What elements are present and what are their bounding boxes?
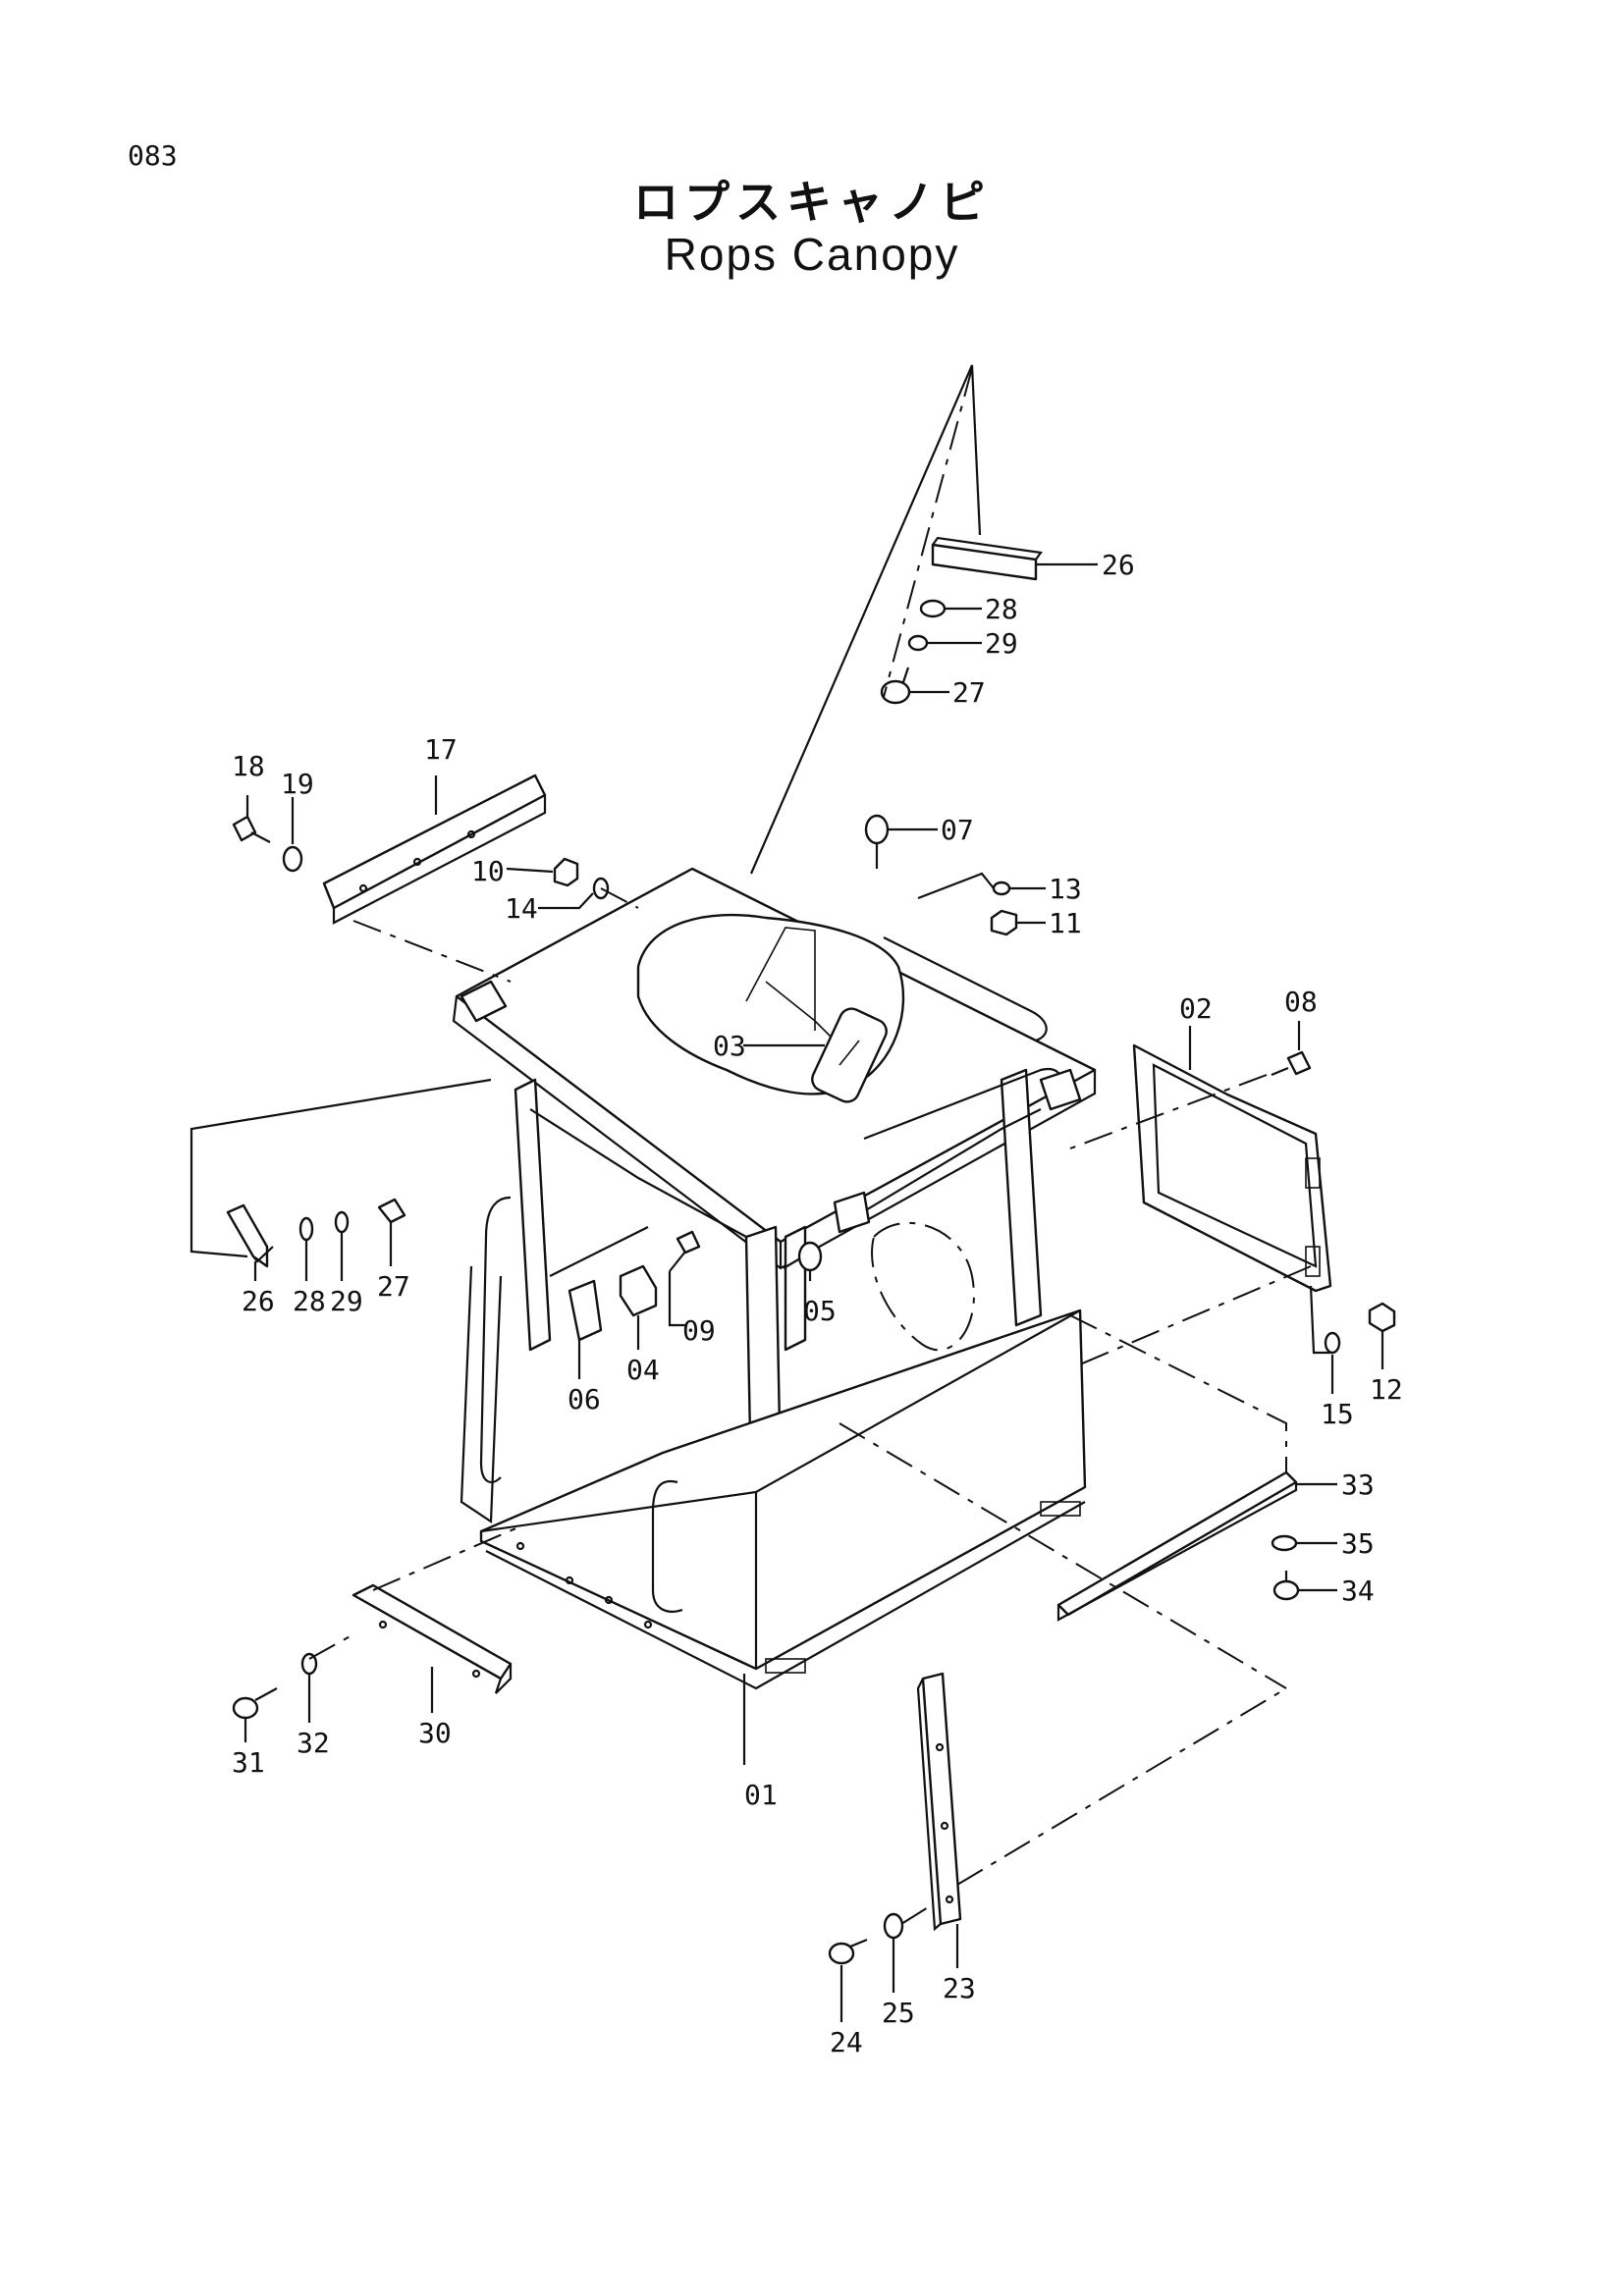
label-18: 18 bbox=[232, 750, 265, 782]
part-33-rail bbox=[1056, 1470, 1298, 1617]
label-12: 12 bbox=[1370, 1373, 1403, 1406]
part-17-rail bbox=[322, 774, 547, 910]
label-26-left: 26 bbox=[242, 1285, 275, 1317]
label-27-top: 27 bbox=[952, 676, 986, 709]
label-29-top: 29 bbox=[985, 627, 1018, 660]
label-33: 33 bbox=[1341, 1468, 1375, 1501]
label-07: 07 bbox=[941, 814, 974, 846]
label-35: 35 bbox=[1341, 1527, 1375, 1560]
part-09-bolt bbox=[669, 1230, 701, 1272]
label-25: 25 bbox=[882, 1997, 915, 2029]
part-23-vertical-bar bbox=[921, 1672, 962, 1926]
label-34: 34 bbox=[1341, 1575, 1375, 1607]
part-07-eyebolt bbox=[864, 814, 890, 869]
part-08-bolt bbox=[1271, 1050, 1312, 1077]
part-18-bolt bbox=[232, 815, 271, 843]
label-03: 03 bbox=[713, 1030, 746, 1062]
label-04: 04 bbox=[626, 1354, 660, 1386]
part-15-lock-washer bbox=[1324, 1331, 1341, 1355]
part-34-bolt bbox=[1272, 1571, 1300, 1601]
part-02-window-frame bbox=[1132, 1043, 1332, 1293]
part-35-washer bbox=[1271, 1534, 1298, 1552]
part-27-bolt-left bbox=[377, 1198, 406, 1239]
page-number: 083 bbox=[128, 139, 178, 172]
label-06: 06 bbox=[568, 1383, 601, 1415]
part-12-nut bbox=[1368, 1302, 1396, 1333]
label-19: 19 bbox=[281, 768, 314, 800]
part-03-mirror bbox=[811, 1007, 888, 1103]
label-28-top: 28 bbox=[985, 593, 1018, 625]
label-27-left: 27 bbox=[377, 1270, 410, 1303]
label-26-top: 26 bbox=[1102, 549, 1135, 581]
label-32: 32 bbox=[297, 1727, 330, 1759]
part-11-nut bbox=[990, 909, 1018, 936]
label-10: 10 bbox=[471, 855, 505, 887]
part-05-bolt bbox=[783, 1241, 823, 1272]
label-11: 11 bbox=[1049, 907, 1082, 939]
label-28-left: 28 bbox=[293, 1285, 326, 1317]
label-30: 30 bbox=[418, 1717, 452, 1749]
handrail-front bbox=[651, 1479, 683, 1613]
page-title-english: Rops Canopy bbox=[664, 229, 960, 280]
part-25-washer bbox=[883, 1912, 904, 1940]
part-28-washer-left bbox=[298, 1216, 314, 1242]
label-23: 23 bbox=[943, 1972, 976, 2004]
base-box bbox=[479, 1308, 1087, 1671]
part-29-lock-washer-left bbox=[334, 1210, 350, 1234]
pillar-rear-right bbox=[1000, 1068, 1043, 1327]
part-31-bolt bbox=[232, 1687, 278, 1720]
part-06-plate bbox=[568, 1279, 603, 1342]
part-30-rail bbox=[352, 1583, 513, 1681]
label-24: 24 bbox=[830, 2026, 863, 2058]
part-27-bolt-top bbox=[880, 667, 911, 705]
label-09: 09 bbox=[682, 1314, 716, 1347]
part-13-lock-washer bbox=[992, 881, 1011, 896]
label-13: 13 bbox=[1049, 873, 1082, 905]
part-04-clamp bbox=[619, 1264, 658, 1317]
label-17: 17 bbox=[424, 733, 458, 766]
part-29-lock-washer-top bbox=[907, 634, 929, 652]
label-14: 14 bbox=[505, 892, 538, 925]
label-15: 15 bbox=[1321, 1398, 1354, 1430]
page-title-japanese: ロプスキャノピ bbox=[633, 176, 991, 229]
pillar-front-left bbox=[514, 1078, 552, 1352]
part-10-nut bbox=[553, 857, 579, 887]
part-number-labels: 01 02 03 04 05 06 07 08 09 10 11 12 13 1… bbox=[232, 549, 1403, 2058]
label-29-left: 29 bbox=[330, 1285, 363, 1317]
label-31: 31 bbox=[232, 1746, 265, 1779]
part-24-bolt bbox=[828, 1938, 868, 1965]
label-05: 05 bbox=[803, 1295, 837, 1327]
part-28-washer-top bbox=[919, 599, 947, 618]
part-26-bracket-top bbox=[931, 543, 1038, 581]
canopy-frame-assembly bbox=[452, 867, 1097, 1690]
label-01: 01 bbox=[744, 1779, 778, 1811]
leader-lines bbox=[189, 364, 1384, 2022]
label-08: 08 bbox=[1284, 986, 1318, 1018]
label-02: 02 bbox=[1179, 992, 1213, 1025]
part-26-bracket-left bbox=[226, 1203, 269, 1268]
part-19-washer bbox=[282, 845, 303, 873]
handrail-top-right bbox=[883, 936, 1048, 1042]
